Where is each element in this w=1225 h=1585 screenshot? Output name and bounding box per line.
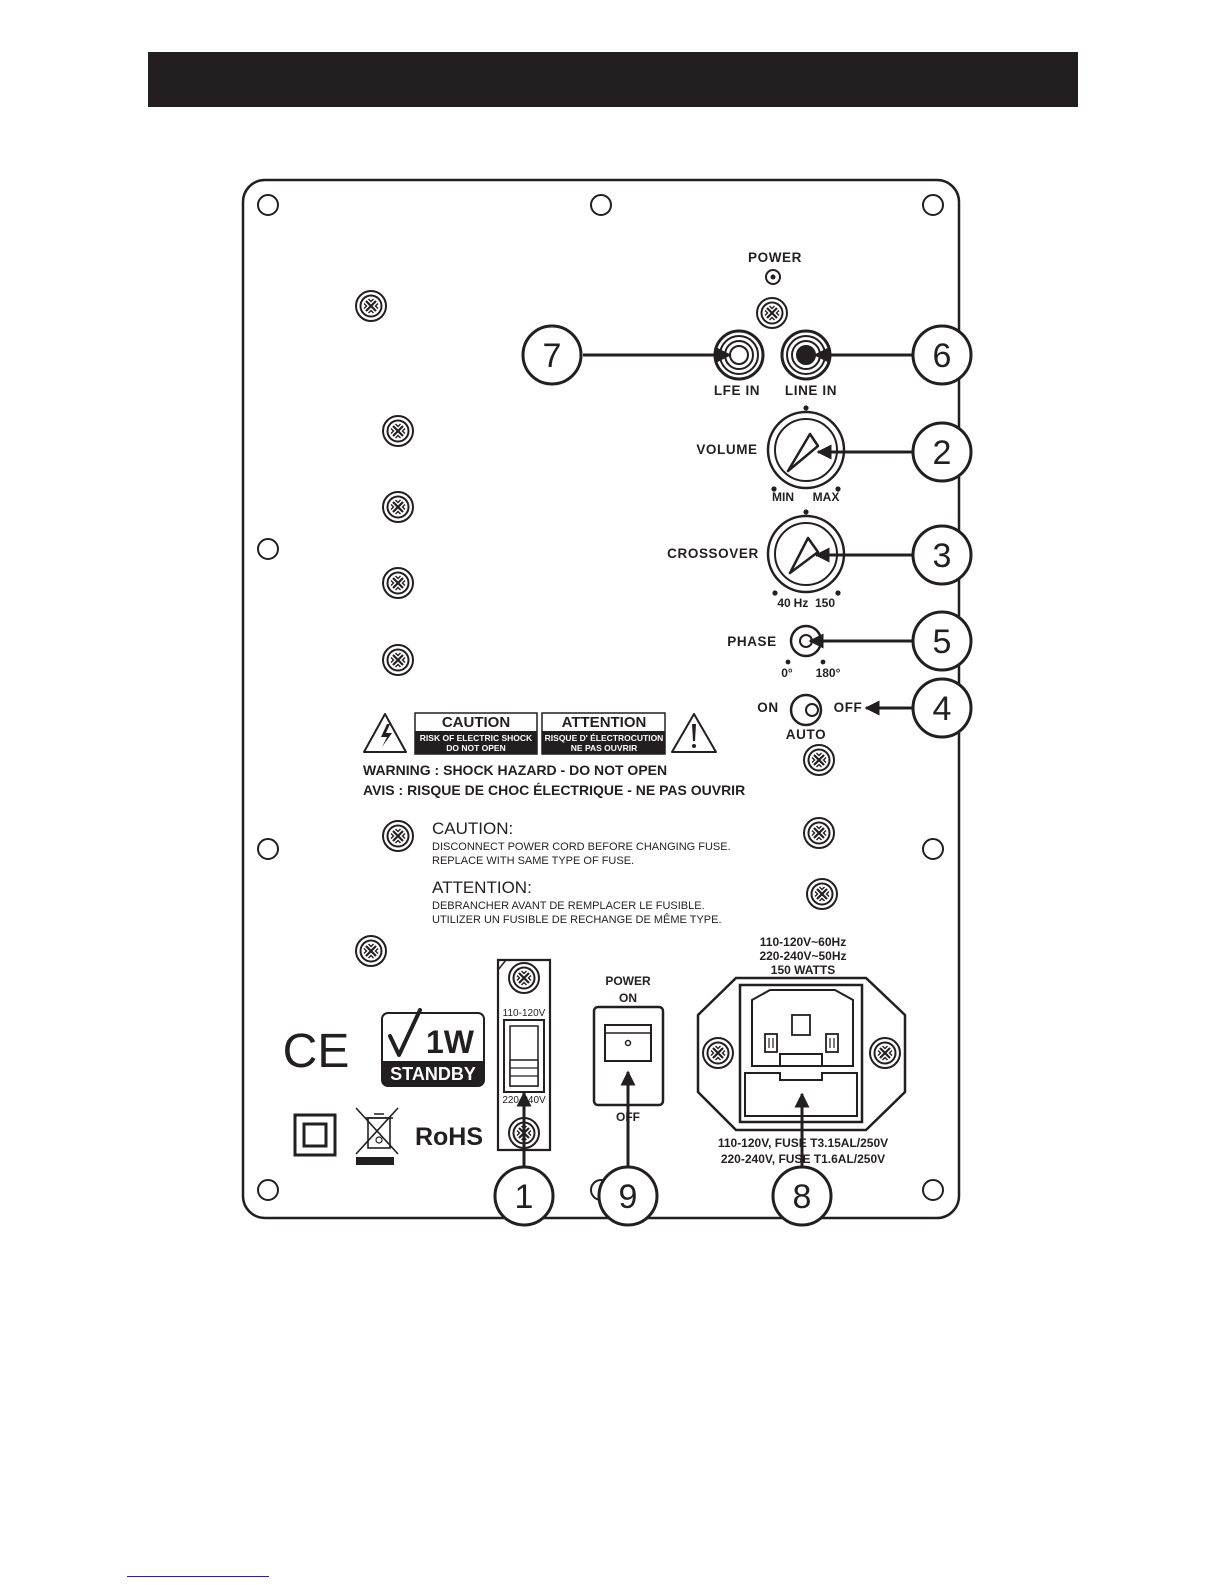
bottom-link-underline bbox=[127, 1576, 269, 1577]
caution-box-line1: RISK OF ELECTRIC SHOCK bbox=[420, 733, 533, 743]
standby-label: STANDBY bbox=[390, 1064, 476, 1084]
svg-text:8: 8 bbox=[793, 1178, 812, 1216]
callout-8: 8 bbox=[771, 1165, 833, 1227]
power-switch-label-1: POWER bbox=[605, 974, 651, 988]
callout-7: 7 bbox=[521, 324, 583, 386]
svg-text:9: 9 bbox=[619, 1178, 638, 1216]
attention-box: ATTENTION RISQUE D' ÉLECTROCUTION NE PAS… bbox=[541, 712, 666, 755]
rohs-label: RoHS bbox=[415, 1123, 483, 1151]
header-bar bbox=[148, 52, 1078, 107]
svg-text:2: 2 bbox=[933, 434, 952, 472]
svg-text:1: 1 bbox=[515, 1178, 534, 1216]
crossover-label: CROSSOVER bbox=[667, 546, 759, 561]
volume-min-label: MIN bbox=[772, 490, 794, 504]
caution-heading: CAUTION: bbox=[432, 819, 513, 838]
attention-line1: DEBRANCHER AVANT DE REMPLACER LE FUSIBLE… bbox=[432, 900, 705, 912]
line-in-label: LINE IN bbox=[785, 383, 837, 398]
power-led-label: POWER bbox=[748, 250, 802, 265]
callout-6: 6 bbox=[911, 324, 973, 386]
caution-box-line2: DO NOT OPEN bbox=[446, 743, 506, 753]
callout-5: 5 bbox=[911, 610, 973, 672]
phase-label: PHASE bbox=[727, 634, 777, 649]
attention-line2: UTILIZER UN FUSIBLE DE RECHANGE DE MÊME … bbox=[432, 913, 722, 926]
voltage-high-label: 110-120V bbox=[503, 1008, 546, 1019]
callout-9: 9 bbox=[597, 1165, 659, 1227]
volume-label: VOLUME bbox=[696, 442, 757, 457]
svg-text:7: 7 bbox=[543, 337, 562, 375]
warning-fr: AVIS : RISQUE DE CHOC ÉLECTRIQUE - NE PA… bbox=[363, 782, 745, 798]
callout-4: 4 bbox=[911, 677, 973, 739]
callout-leaders bbox=[516, 347, 913, 1166]
volume-knob[interactable] bbox=[766, 410, 846, 490]
electric-shock-warning-icon bbox=[363, 713, 407, 753]
auto-on-switch[interactable] bbox=[789, 693, 823, 727]
exclamation-warning-icon bbox=[671, 713, 717, 753]
standby-watt: 1W bbox=[426, 1024, 475, 1060]
class-ii-icon bbox=[293, 1113, 337, 1157]
standby-logo: 1W STANDBY bbox=[381, 1008, 485, 1087]
power-switch[interactable] bbox=[592, 1005, 665, 1107]
attention-box-line1: RISQUE D' ÉLECTROCUTION bbox=[545, 733, 664, 743]
mode-on-label: ON bbox=[757, 700, 778, 715]
rating-line2: 220-240V~50Hz bbox=[759, 949, 846, 963]
svg-text:4: 4 bbox=[933, 690, 952, 728]
phase-180-label: 180° bbox=[816, 666, 841, 680]
caution-box: CAUTION RISK OF ELECTRIC SHOCK DO NOT OP… bbox=[414, 712, 538, 755]
power-led-icon bbox=[765, 269, 781, 285]
caution-box-title: CAUTION bbox=[442, 714, 510, 731]
power-switch-label-2: ON bbox=[619, 991, 637, 1005]
svg-text:5: 5 bbox=[933, 623, 952, 661]
crossover-unit-label: Hz bbox=[794, 596, 809, 610]
rating-line1: 110-120V~60Hz bbox=[760, 935, 846, 949]
ce-mark: CE bbox=[283, 1025, 350, 1078]
phase-0-label: 0° bbox=[781, 666, 793, 680]
svg-text:3: 3 bbox=[933, 537, 952, 575]
callout-1: 1 bbox=[493, 1165, 555, 1227]
mode-off-label: OFF bbox=[834, 700, 863, 715]
attention-box-line2: NE PAS OUVRIR bbox=[571, 743, 637, 753]
svg-text:6: 6 bbox=[933, 337, 952, 375]
lfe-in-label: LFE IN bbox=[714, 383, 760, 398]
crossover-high-label: 150 bbox=[815, 596, 835, 610]
callout-3: 3 bbox=[911, 524, 973, 586]
caution-line1: DISCONNECT POWER CORD BEFORE CHANGING FU… bbox=[432, 841, 731, 853]
weee-bin-icon bbox=[355, 1107, 399, 1165]
warning-en: WARNING : SHOCK HAZARD - DO NOT OPEN bbox=[363, 762, 667, 778]
attention-box-title: ATTENTION bbox=[562, 714, 647, 731]
attention-heading: ATTENTION: bbox=[432, 878, 532, 897]
mode-auto-label: AUTO bbox=[786, 727, 826, 742]
rating-line3: 150 WATTS bbox=[771, 963, 835, 977]
crossover-low-label: 40 bbox=[777, 596, 791, 610]
volume-max-label: MAX bbox=[813, 490, 840, 504]
caution-line2: REPLACE WITH SAME TYPE OF FUSE. bbox=[432, 855, 634, 867]
callout-2: 2 bbox=[911, 421, 973, 483]
line-in-jack[interactable] bbox=[780, 329, 832, 381]
voltage-selector[interactable] bbox=[496, 958, 552, 1152]
